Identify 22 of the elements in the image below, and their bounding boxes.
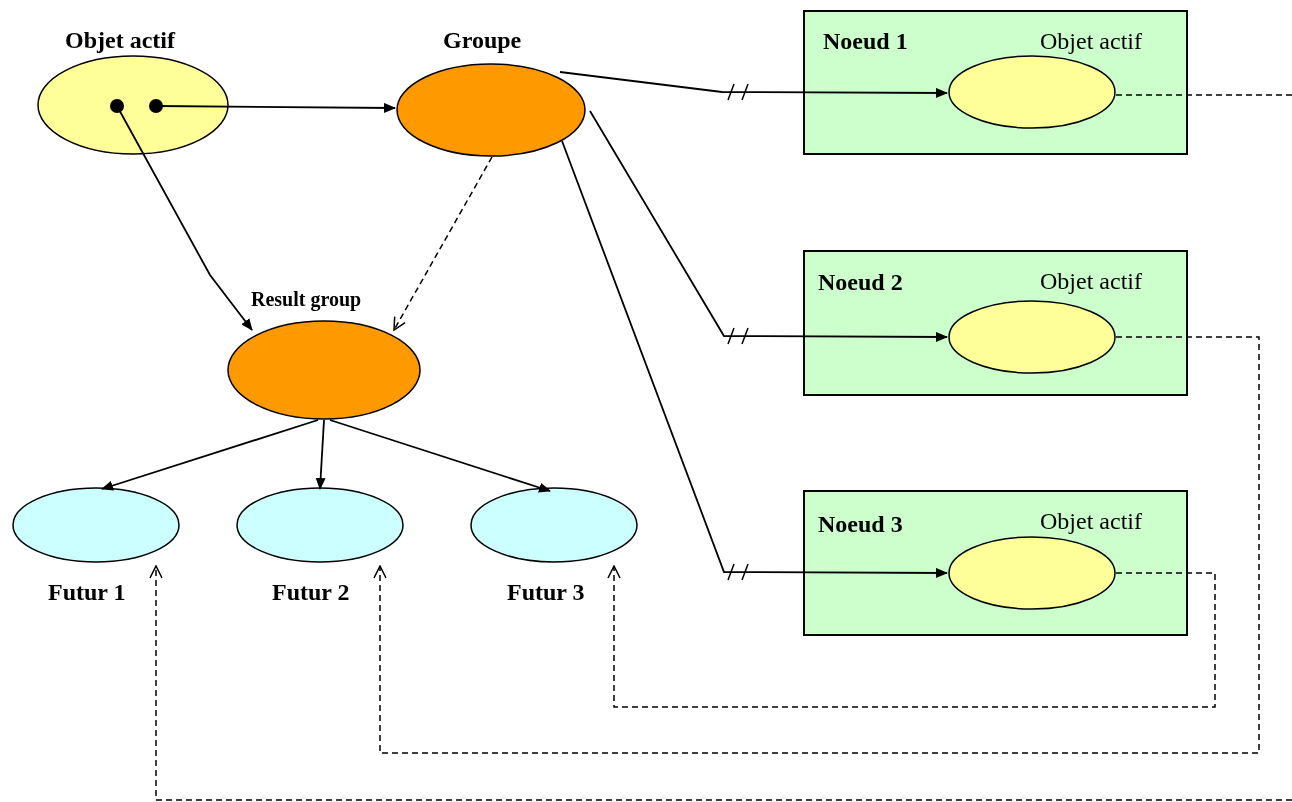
node-label: Objet actif xyxy=(1040,509,1142,533)
arrow xyxy=(589,110,948,342)
node-label: Result group xyxy=(251,289,362,309)
arrow xyxy=(315,419,326,490)
node-label: Objet actif xyxy=(1040,269,1142,293)
arrow xyxy=(101,419,319,491)
arrow xyxy=(559,71,948,98)
dashed-arrow xyxy=(393,156,493,331)
node-label: Futur 3 xyxy=(507,580,585,604)
dashed-arrow xyxy=(373,336,1260,754)
node-label: Noeud 3 xyxy=(818,512,903,536)
arrow xyxy=(329,419,551,493)
node-label: Noeud 2 xyxy=(818,270,903,294)
dashed-arrow xyxy=(149,565,1292,801)
node-label: Noeud 1 xyxy=(823,29,908,53)
node-label: Objet actif xyxy=(1040,29,1142,53)
arrow xyxy=(561,140,948,578)
node-label: Objet actif xyxy=(65,28,175,52)
node-label: Groupe xyxy=(443,28,522,52)
node-label: Futur 1 xyxy=(48,580,126,604)
node-label: Futur 2 xyxy=(272,580,350,604)
dashed-arrow xyxy=(607,565,1216,708)
